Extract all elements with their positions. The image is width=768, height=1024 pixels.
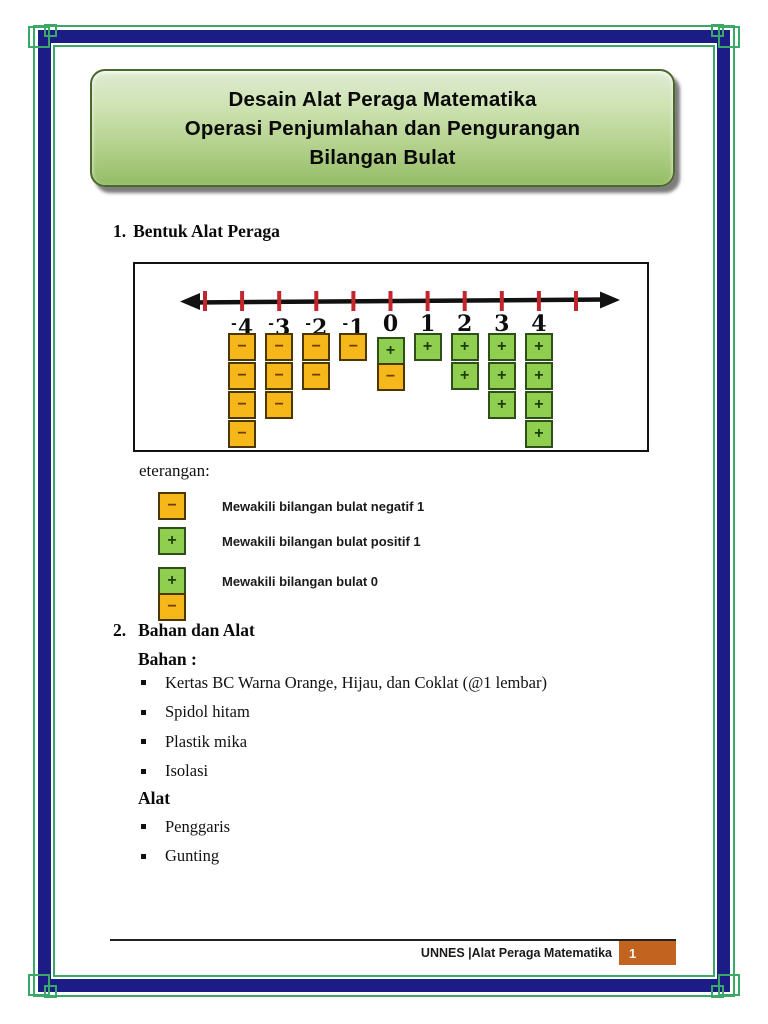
footer: UNNES |Alat Peraga Matematika 1 xyxy=(110,941,676,965)
bullet-square-icon xyxy=(141,709,146,715)
list-item-text: Isolasi xyxy=(165,761,209,781)
tick-label: 3 xyxy=(494,311,510,337)
positive-tile: + xyxy=(524,420,553,448)
title-line-1: Desain Alat Peraga Matematika xyxy=(228,87,537,111)
negative-tile: − xyxy=(265,333,294,361)
legend-item: +− Mewakili bilangan bulat 0 xyxy=(158,567,378,621)
negative-tile-icon: − xyxy=(158,492,186,520)
positive-tile: + xyxy=(450,333,479,361)
number-line xyxy=(180,291,620,311)
positive-tile: + xyxy=(524,362,553,390)
section1-heading: 1. Bentuk Alat Peraga xyxy=(113,221,280,242)
positive-tile: + xyxy=(450,362,479,390)
corner-ornament-icon xyxy=(711,24,724,37)
section2-number: 2. xyxy=(113,620,127,640)
negative-tile: − xyxy=(265,391,294,419)
bahan-list: Kertas BC Warna Orange, Hijau, dan Cokla… xyxy=(141,668,547,786)
page-border-outer-green xyxy=(33,25,735,997)
positive-tile: + xyxy=(487,333,516,361)
tick-label: 1 xyxy=(419,311,436,337)
negative-tile: − xyxy=(376,363,405,391)
list-item: Isolasi xyxy=(141,757,547,787)
page-border-navy xyxy=(38,30,730,992)
corner-ornament-icon xyxy=(44,985,57,998)
bullet-square-icon xyxy=(141,680,146,686)
legend-item-text: Mewakili bilangan bulat positif 1 xyxy=(222,534,421,549)
positive-tile: + xyxy=(524,333,553,361)
positive-tile: + xyxy=(524,391,553,419)
positive-tile-icon: + xyxy=(158,527,186,555)
page-border-inner-green xyxy=(53,45,715,977)
bullet-square-icon xyxy=(141,739,146,745)
positive-tile: + xyxy=(376,337,405,365)
legend-item-text: Mewakili bilangan bulat 0 xyxy=(222,574,379,589)
negative-tile: − xyxy=(228,333,257,361)
negative-tile: − xyxy=(228,362,257,390)
legend-item: + Mewakili bilangan bulat positif 1 xyxy=(158,527,421,555)
section1-number: 1. xyxy=(113,221,127,241)
negative-tile: − xyxy=(302,333,331,361)
negative-tile: − xyxy=(265,362,294,390)
legend-heading: eterangan: xyxy=(139,461,210,480)
positive-tile: + xyxy=(413,333,442,361)
tick-label: 2 xyxy=(457,311,473,337)
legend-item-text: Mewakili bilangan bulat negatif 1 xyxy=(222,499,425,514)
list-item-text: Plastik mika xyxy=(165,731,248,751)
right-arrow-icon xyxy=(600,291,620,309)
tick-label: 0 xyxy=(382,311,399,337)
list-item: Kertas BC Warna Orange, Hijau, dan Cokla… xyxy=(141,668,547,698)
title-line-2: Operasi Penjumlahan dan Pengurangan xyxy=(184,116,581,140)
list-item-text: Penggaris xyxy=(165,816,231,836)
bullet-square-icon xyxy=(141,824,146,830)
list-item-text: Kertas BC Warna Orange, Hijau, dan Cokla… xyxy=(165,672,547,692)
alat-heading: Alat xyxy=(138,788,171,808)
left-arrow-icon xyxy=(180,293,200,310)
negative-tile: − xyxy=(339,333,368,361)
section1-title: Bentuk Alat Peraga xyxy=(133,221,280,241)
list-item: Plastik mika xyxy=(141,727,547,757)
list-item: Penggaris xyxy=(141,812,230,842)
corner-ornament-icon xyxy=(711,985,724,998)
positive-tile: + xyxy=(487,362,516,390)
corner-ornament-icon xyxy=(718,26,740,48)
bullet-square-icon xyxy=(141,853,146,859)
negative-tile-icon: − xyxy=(158,593,186,621)
bahan-heading: Bahan : xyxy=(138,649,197,669)
list-item-text: Spidol hitam xyxy=(165,702,250,722)
list-item-text: Gunting xyxy=(165,846,220,866)
legend-item: − Mewakili bilangan bulat negatif 1 xyxy=(158,492,424,520)
footer-text: UNNES |Alat Peraga Matematika xyxy=(420,946,612,960)
section2-title: Bahan dan Alat xyxy=(138,620,255,640)
negative-tile: − xyxy=(228,420,257,448)
tick-label: 4 xyxy=(531,311,547,337)
page-number-badge: 1 xyxy=(619,941,676,965)
negative-tile: − xyxy=(302,362,331,390)
list-item: Gunting xyxy=(141,842,230,872)
corner-ornament-icon xyxy=(28,26,50,48)
negative-tile: − xyxy=(228,391,257,419)
title-box: Desain Alat Peraga Matematika Operasi Pe… xyxy=(90,69,675,187)
bullet-square-icon xyxy=(141,768,146,774)
zero-pair-icon: +− xyxy=(158,567,186,621)
corner-ornament-icon xyxy=(44,24,57,37)
title-line-3: Bilangan Bulat xyxy=(309,145,456,169)
section2-heading: 2. Bahan dan Alat xyxy=(113,620,255,641)
list-item: Spidol hitam xyxy=(141,698,547,728)
footer-rule xyxy=(110,939,676,941)
positive-tile: + xyxy=(487,391,516,419)
positive-tile-icon: + xyxy=(158,567,186,595)
